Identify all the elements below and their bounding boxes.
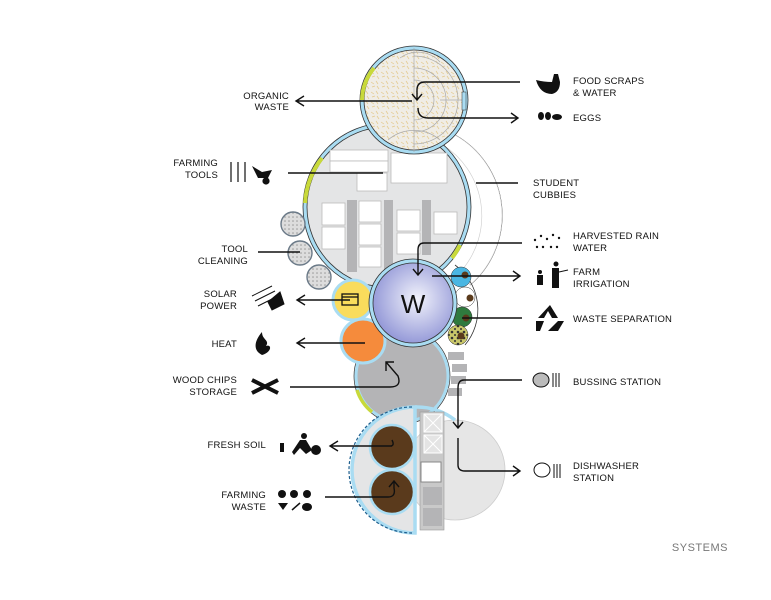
recycle-icon: [536, 305, 564, 331]
food-scraps-label: FOOD SCRAPS& WATER: [573, 76, 644, 99]
farming-tools-icon: [230, 162, 272, 185]
rain-drops-icon: [533, 233, 561, 249]
water-cistern: W: [368, 258, 458, 348]
eggs-label: EGGS: [573, 113, 601, 124]
person-wheelbarrow-icon: [280, 433, 321, 455]
heat-room: [339, 317, 387, 365]
waste-separation-bins: [447, 264, 479, 346]
waste-separation-label: WASTE SEPARATION: [573, 314, 672, 325]
tool-cleaning-stones: [280, 211, 332, 290]
flow-arrows: [258, 95, 412, 498]
wood-chips-icon: [251, 378, 279, 395]
chicken-icon: [536, 74, 560, 94]
student-cubbies: [442, 134, 503, 286]
heat-label: HEAT: [212, 339, 237, 350]
solar-panel-panel-icon: [251, 285, 285, 311]
compost-coop: [359, 45, 469, 155]
dishwasher-plate-icon: [533, 462, 561, 478]
aisles: [347, 200, 431, 272]
farming-waste-icon: [278, 490, 312, 511]
flame-icon: [255, 332, 271, 355]
planter-beds: [321, 149, 458, 268]
diagram-caption: SYSTEMS: [672, 542, 728, 554]
water-label: W: [401, 289, 426, 319]
farmer-irrigation-icon: [537, 261, 569, 288]
garden-room: [302, 122, 472, 292]
eggs-icon: [538, 112, 562, 120]
bussing-station-label: BUSSING STATION: [573, 377, 661, 388]
soil-room: [348, 405, 457, 535]
plate-cutlery-icon: [532, 372, 560, 388]
fresh-soil-label: FRESH SOIL: [208, 440, 267, 451]
